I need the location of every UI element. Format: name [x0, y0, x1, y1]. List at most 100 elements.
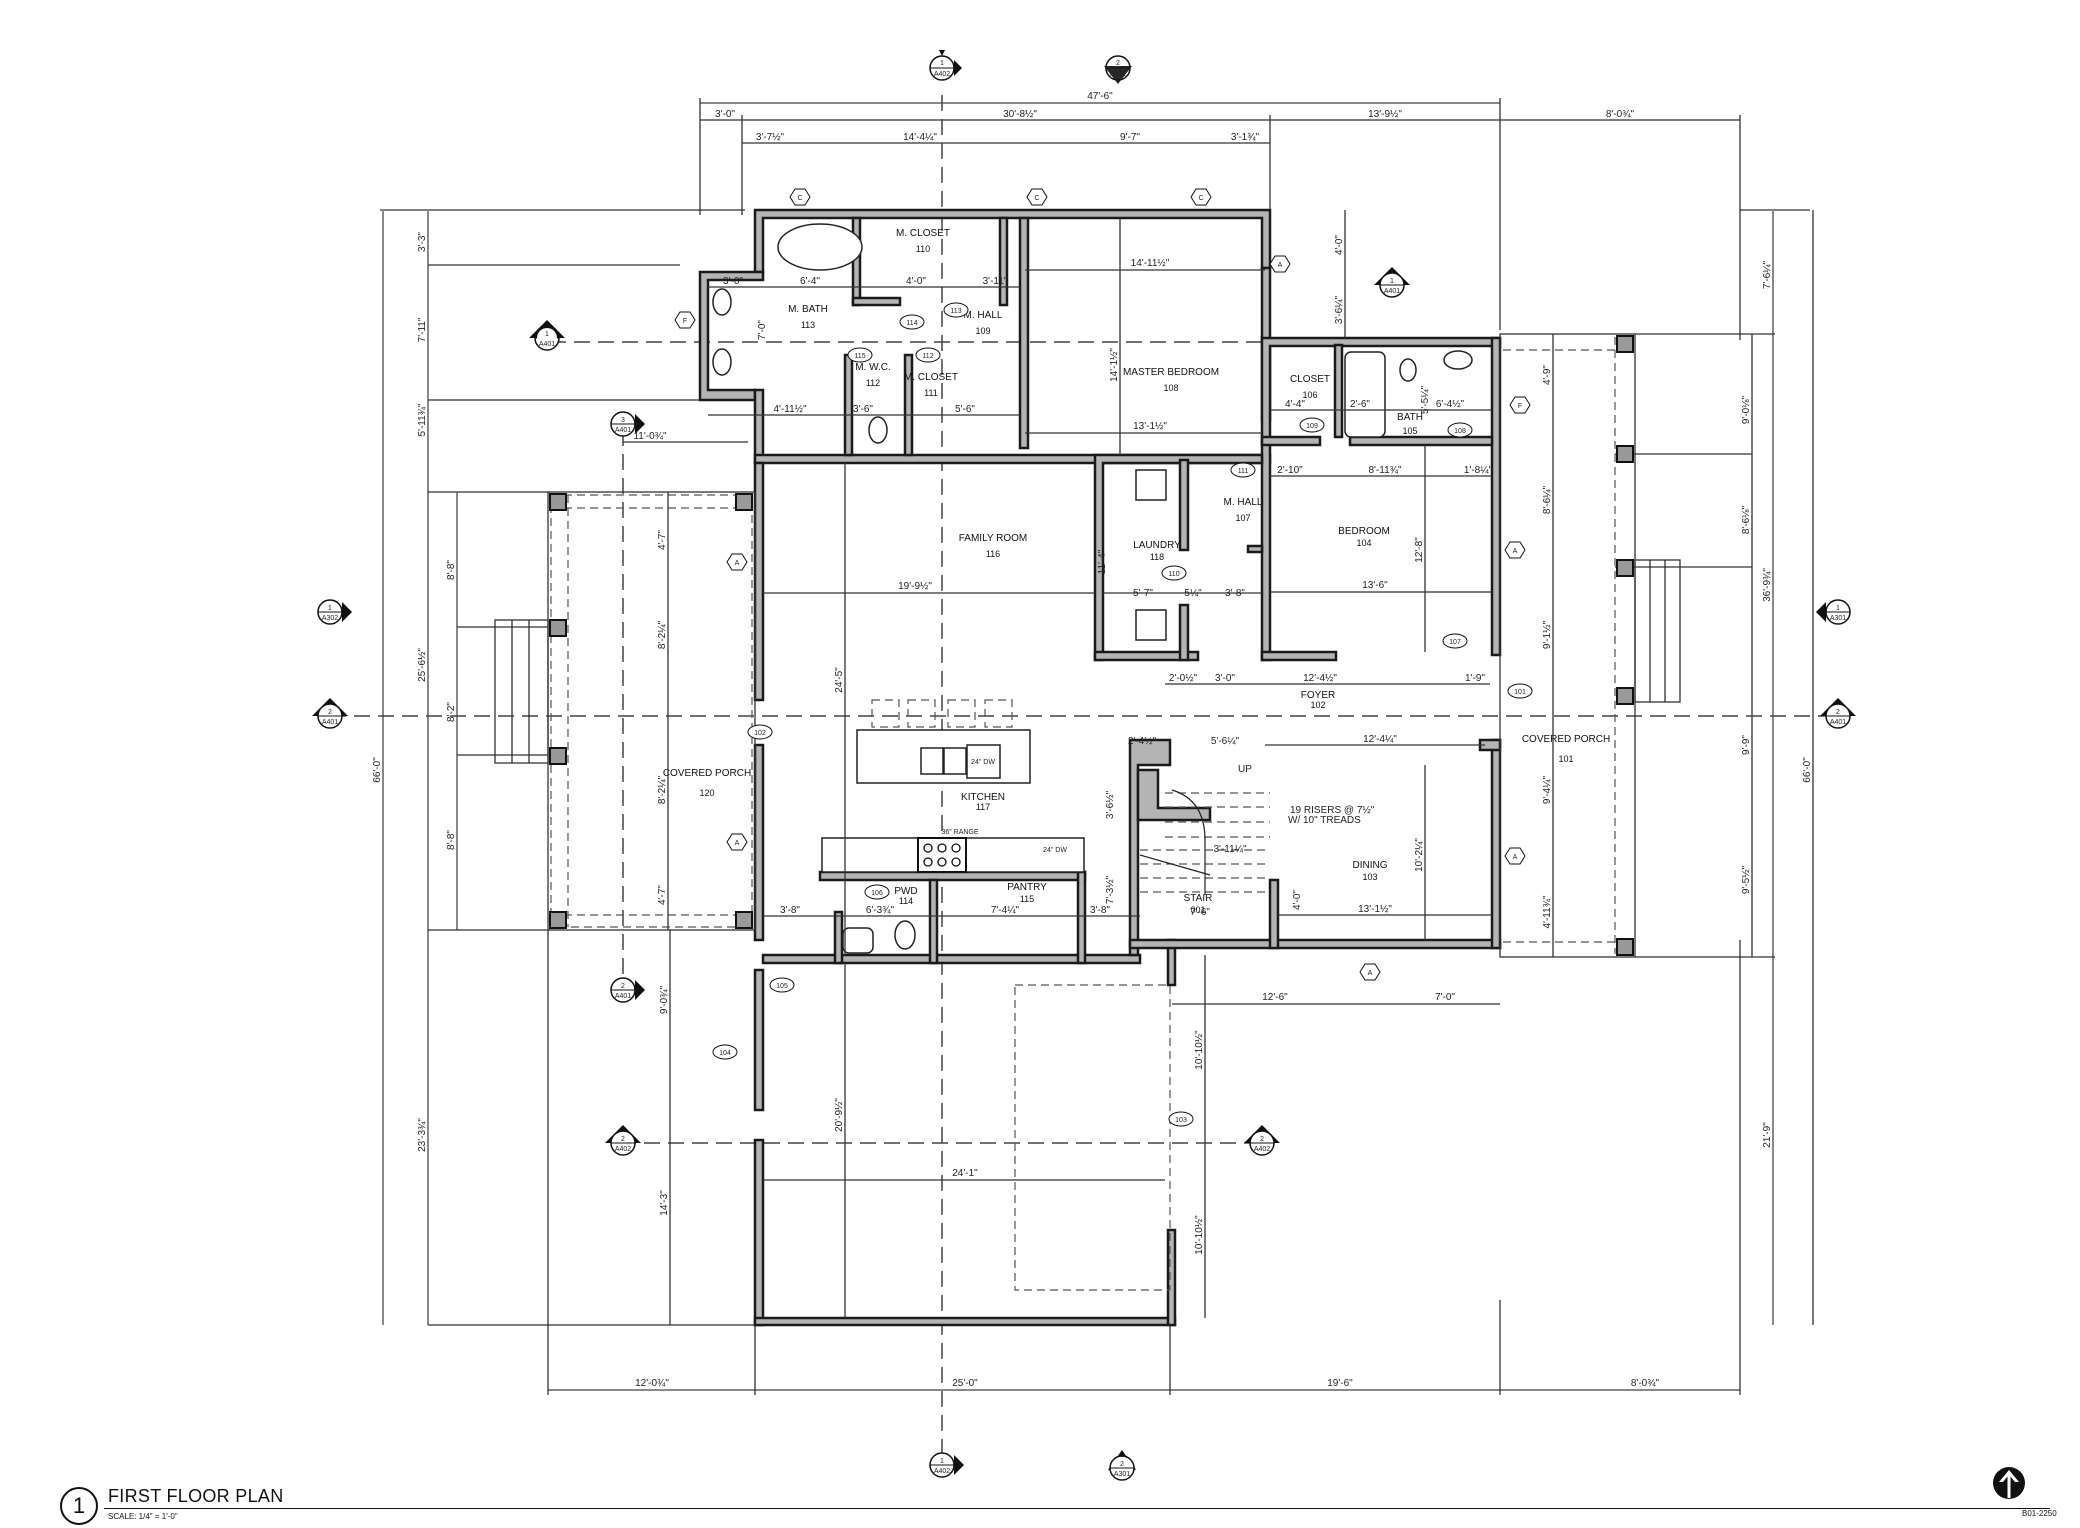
- svg-text:104: 104: [719, 1050, 731, 1057]
- svg-text:A: A: [1368, 970, 1373, 977]
- dim-right-inner-b: 36'-9¾": [1762, 568, 1773, 602]
- svg-text:A401: A401: [615, 993, 631, 1000]
- left-dimensions: 66'-0" 3'-3" 7'-11" 5'-11¾" 25'-6½" 23'-…: [372, 210, 840, 1326]
- svg-text:PANTRY: PANTRY: [1007, 882, 1047, 893]
- stair-note: 19 RISERS @ 7½": [1290, 805, 1375, 816]
- title-underline: [104, 1508, 2050, 1509]
- svg-text:4'-11¾": 4'-11¾": [1542, 895, 1553, 929]
- dim-top-row2-b: 30'-8½": [1003, 109, 1037, 120]
- svg-text:C: C: [1034, 195, 1039, 202]
- svg-text:3'-6": 3'-6": [853, 404, 873, 415]
- dim-left-porch-c: 8'-8": [446, 830, 457, 850]
- window-tag-icon: C: [789, 188, 811, 206]
- svg-text:8'-11¾": 8'-11¾": [1368, 465, 1402, 476]
- dim-right-porch-b: 8'-6⅛": [1741, 505, 1752, 534]
- svg-text:109: 109: [1306, 423, 1318, 430]
- svg-text:A302: A302: [322, 615, 338, 622]
- svg-text:114: 114: [899, 896, 913, 906]
- svg-text:115: 115: [1020, 894, 1034, 904]
- right-dimensions: 66'-0" 7'-6¼" 36'-9¾" 21'-9" 9'-0⅛" 8'-6…: [1615, 210, 1814, 1325]
- dim-left-inner-b: 7'-11": [417, 317, 428, 342]
- svg-text:102: 102: [754, 730, 766, 737]
- svg-text:2: 2: [1120, 1461, 1124, 1468]
- toilet-icon: [868, 416, 888, 444]
- svg-text:4'-0": 4'-0": [1292, 890, 1303, 910]
- bathtub-icon: [1344, 351, 1386, 438]
- door-tag: 103: [1168, 1111, 1194, 1127]
- svg-text:1: 1: [940, 1458, 944, 1465]
- svg-text:101: 101: [1514, 689, 1526, 696]
- svg-text:114: 114: [906, 320, 917, 327]
- svg-text:A: A: [735, 560, 740, 567]
- window-tag-icon: F: [674, 311, 696, 329]
- dim-top-row2-a: 3'-0": [715, 109, 735, 120]
- svg-text:6'-3¾": 6'-3¾": [866, 905, 895, 916]
- svg-text:A401: A401: [322, 719, 338, 726]
- porch-left: [494, 491, 756, 931]
- dim-left-inner-a: 3'-3": [417, 232, 428, 252]
- svg-text:12'-4¼": 12'-4¼": [1363, 733, 1397, 745]
- svg-text:11'-4": 11'-4": [1097, 549, 1108, 574]
- svg-text:A401: A401: [1830, 719, 1846, 726]
- svg-text:F: F: [683, 318, 687, 325]
- window-tag-icon: A: [1269, 255, 1291, 273]
- bathtub-icon: [777, 223, 863, 271]
- north-arrow-icon: [1993, 1467, 2025, 1499]
- window-tag-icon: C: [1026, 188, 1048, 206]
- svg-text:2'-0½": 2'-0½": [1169, 673, 1198, 684]
- svg-text:2: 2: [328, 709, 332, 716]
- svg-text:107: 107: [1449, 639, 1461, 646]
- svg-text:102: 102: [1310, 700, 1325, 710]
- svg-text:M. CLOSET: M. CLOSET: [904, 372, 958, 383]
- svg-text:4'-0": 4'-0": [1334, 235, 1345, 255]
- svg-text:2: 2: [1836, 709, 1840, 716]
- window-tag-icon: A: [726, 833, 748, 851]
- svg-text:118: 118: [1150, 552, 1164, 562]
- svg-text:M. CLOSET: M. CLOSET: [896, 228, 950, 239]
- dim-right-outer: 66'-0": [1802, 757, 1813, 783]
- svg-text:7'-0": 7'-0": [757, 320, 768, 340]
- svg-text:A401: A401: [615, 427, 631, 434]
- svg-text:1: 1: [545, 331, 549, 338]
- svg-text:3'-8": 3'-8": [780, 905, 800, 916]
- svg-text:001: 001: [1190, 905, 1205, 915]
- top-dimensions: 47'-6" 3'-0" 30'-8½" 13'-9½" 8'-0¾" 3'-7…: [380, 91, 1810, 340]
- svg-text:12'-8": 12'-8": [1414, 537, 1425, 563]
- svg-text:7'-6": 7'-6": [1190, 907, 1210, 918]
- dim-right-porch-a: 9'-0⅛": [1741, 395, 1752, 424]
- toilet-icon: [894, 920, 916, 950]
- window-tag-icon: C: [1190, 188, 1212, 206]
- svg-text:14'-1½": 14'-1½": [1109, 348, 1120, 382]
- svg-text:104: 104: [1356, 538, 1371, 548]
- svg-text:24'-5": 24'-5": [834, 667, 845, 693]
- stair-up-label: UP: [1238, 764, 1252, 775]
- svg-text:110: 110: [916, 244, 930, 254]
- svg-text:3: 3: [621, 417, 625, 424]
- sink-icon: [712, 288, 732, 316]
- svg-text:24'-1": 24'-1": [952, 1168, 978, 1179]
- dim-top-row2-d: 8'-0¾": [1606, 109, 1635, 120]
- svg-text:A: A: [1513, 548, 1518, 555]
- sink-icon: [712, 348, 732, 376]
- door-tag: 101: [1507, 683, 1533, 699]
- svg-text:13'-1½": 13'-1½": [1133, 421, 1167, 432]
- walls: [698, 208, 1502, 1327]
- garage-bay-outline: [1014, 984, 1171, 1291]
- svg-text:111: 111: [924, 388, 938, 398]
- dim-bottom-b: 25'-0": [952, 1378, 978, 1389]
- room-label: M. CLOSET 111: [904, 372, 958, 398]
- door-tag: 105: [769, 977, 795, 993]
- dim-top-row3-c: 9'-7": [1120, 132, 1140, 143]
- svg-text:10'-10½": 10'-10½": [1194, 1030, 1205, 1070]
